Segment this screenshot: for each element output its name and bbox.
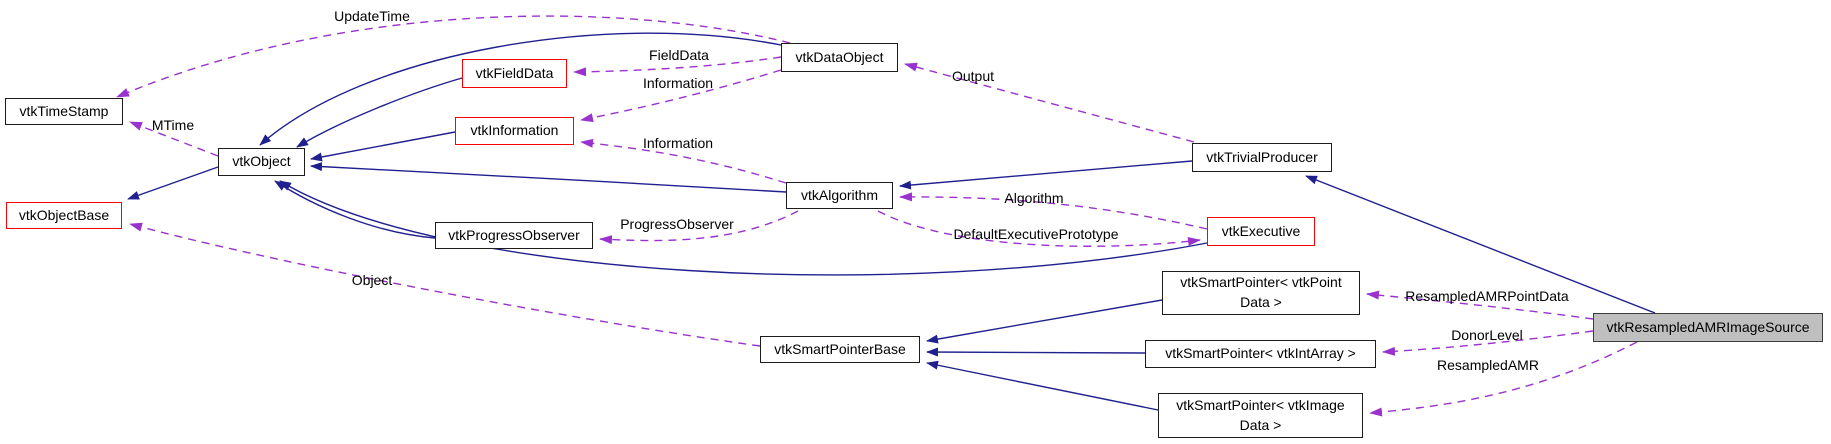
- edge-vtkexecutive-to-vtkobject: [279, 180, 1208, 276]
- edge-resampledamr: [1369, 341, 1638, 417]
- node-vtkfielddata[interactable]: vtkFieldData: [462, 59, 567, 88]
- edge-label-object: Object: [351, 272, 393, 288]
- edge-label-donorlevel: DonorLevel: [1451, 327, 1523, 343]
- edge-vtkinformation-to-vtkobject: [310, 131, 456, 162]
- edge-object: [129, 222, 761, 347]
- edge-vtkfielddata-to-vtkobject: [296, 77, 463, 148]
- edge-label-fielddata: FieldData: [649, 47, 709, 63]
- edge-vtkdataobject-to-vtkobject: [259, 32, 787, 146]
- edge-label-resampledamrpointdata: ResampledAMRPointData: [1405, 288, 1569, 304]
- edge-vtkresampledamrimagesource-to-vtktrivialproducer: [1305, 175, 1656, 314]
- edge-smartpointer-pointdata-to-smartpointerbase: [926, 299, 1163, 344]
- edge-information-algorithm: [580, 138, 787, 184]
- edge-vtkobject-to-vtkobjectbase: [127, 166, 219, 200]
- edge-algorithm: [899, 192, 1208, 230]
- node-vtktrivialproducer[interactable]: vtkTrivialProducer: [1192, 143, 1332, 172]
- node-vtkinformation[interactable]: vtkInformation: [455, 117, 574, 145]
- edge-label-resampledamr: ResampledAMR: [1437, 357, 1539, 373]
- edge-smartpointer-intarray-to-smartpointerbase: [926, 347, 1146, 357]
- edge-label-mtime: MTime: [151, 117, 195, 133]
- node-vtkalgorithm[interactable]: vtkAlgorithm: [786, 182, 893, 209]
- edge-vtkprogressobserver-to-vtkobject: [274, 180, 436, 239]
- edge-vtkalgorithm-to-vtkobject: [310, 162, 787, 193]
- edge-mtime: [129, 121, 219, 157]
- edge-information-dataobject: [580, 69, 782, 123]
- edge-output: [904, 62, 1195, 143]
- edge-vtktrivialproducer-to-vtkalgorithm: [899, 160, 1193, 190]
- node-vtksmartpointer-vtkintarray[interactable]: vtkSmartPointer< vtkIntArray >: [1145, 340, 1376, 368]
- edge-fielddata: [573, 56, 782, 77]
- edge-resampledamrpointdata: [1366, 290, 1594, 320]
- node-vtkobject[interactable]: vtkObject: [218, 148, 305, 176]
- edge-donorlevel: [1382, 330, 1594, 356]
- node-vtkresampledamrimagesource[interactable]: vtkResampledAMRImageSource: [1593, 313, 1823, 342]
- edge-smartpointer-imagedata-to-smartpointerbase: [926, 360, 1159, 411]
- node-vtkobjectbase[interactable]: vtkObjectBase: [6, 202, 122, 229]
- edge-label-progressobserver: ProgressObserver: [620, 216, 734, 232]
- node-vtkdataobject[interactable]: vtkDataObject: [781, 43, 898, 72]
- edge-label-defaultexecutiveprototype: DefaultExecutivePrototype: [953, 226, 1119, 242]
- node-vtkprogressobserver[interactable]: vtkProgressObserver: [435, 222, 593, 249]
- edge-label-information-lower: Information: [642, 135, 714, 151]
- edge-label-updatetime: UpdateTime: [334, 8, 410, 24]
- edge-label-information-upper: Information: [642, 75, 714, 91]
- node-vtktimestamp[interactable]: vtkTimeStamp: [5, 98, 123, 125]
- edge-updatetime: [116, 15, 791, 98]
- edge-label-output: Output: [951, 68, 995, 84]
- edge-progressobserver: [599, 210, 799, 245]
- edge-defaultexecutiveprototype: [877, 210, 1201, 247]
- edge-label-algorithm: Algorithm: [1004, 190, 1064, 206]
- node-vtksmartpointer-vtkpointdata[interactable]: vtkSmartPointer< vtkPoint Data >: [1162, 271, 1360, 315]
- node-vtksmartpointerbase[interactable]: vtkSmartPointerBase: [760, 336, 920, 363]
- node-vtksmartpointer-vtkimagedata[interactable]: vtkSmartPointer< vtkImage Data >: [1158, 393, 1363, 438]
- node-vtkexecutive[interactable]: vtkExecutive: [1207, 217, 1315, 246]
